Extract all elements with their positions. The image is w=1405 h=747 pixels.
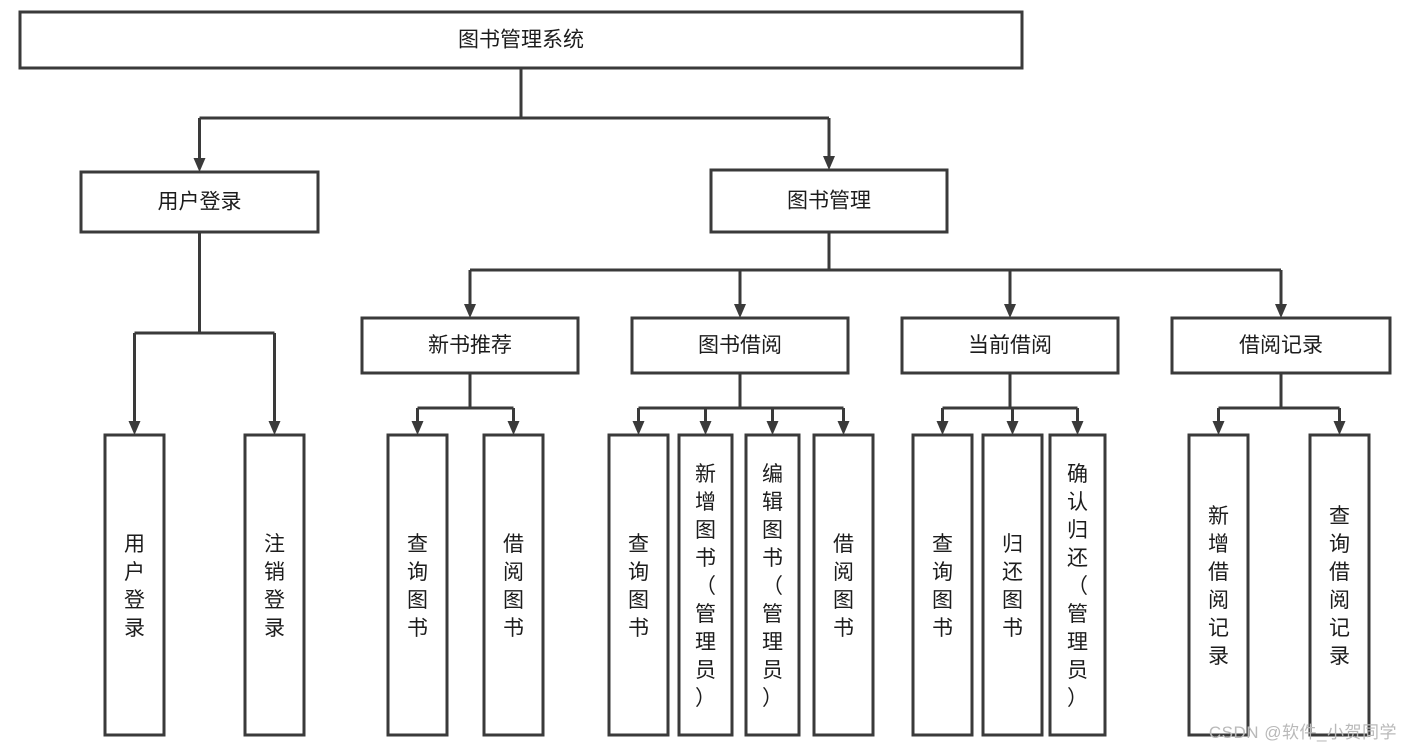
node-root-label: 图书管理系统	[458, 29, 584, 52]
node-leaf-query-book-1[interactable]: 查询图书	[386, 433, 449, 737]
node-leaf-query-book-2-label: 查询图书	[628, 533, 649, 640]
node-leaf-return-book-label: 归还图书	[1002, 533, 1023, 640]
node-leaf-query-book-2-rect[interactable]	[607, 433, 670, 737]
node-current-borrow[interactable]: 当前借阅	[900, 316, 1120, 375]
node-boxes: 图书管理系统用户登录图书管理新书推荐图书借阅当前借阅借阅记录用户登录注销登录查询…	[18, 10, 1392, 737]
node-leaf-return-book[interactable]: 归还图书	[981, 433, 1044, 737]
node-new-book-recommend-label: 新书推荐	[428, 334, 512, 357]
node-leaf-user-logout[interactable]: 注销登录	[243, 433, 306, 737]
arrow-head-icon	[837, 421, 850, 435]
connector-edges	[128, 68, 1346, 435]
node-leaf-query-book-3[interactable]: 查询图书	[911, 433, 974, 737]
node-root[interactable]: 图书管理系统	[18, 10, 1024, 70]
node-user-login[interactable]: 用户登录	[79, 170, 320, 234]
node-leaf-user-login[interactable]: 用户登录	[103, 433, 166, 737]
node-book-manage[interactable]: 图书管理	[709, 168, 949, 234]
node-borrow-record-label: 借阅记录	[1239, 334, 1323, 357]
node-leaf-return-book-rect[interactable]	[981, 433, 1044, 737]
node-leaf-borrow-book-2[interactable]: 借阅图书	[812, 433, 875, 737]
node-leaf-query-record-rect[interactable]	[1308, 433, 1371, 737]
node-leaf-borrow-book-2-label: 借阅图书	[833, 533, 854, 640]
arrow-head-icon	[1071, 421, 1084, 435]
node-user-login-label: 用户登录	[158, 191, 242, 214]
node-user-login-rect[interactable]	[79, 170, 320, 234]
arrow-head-icon	[507, 421, 520, 435]
node-book-borrow-rect[interactable]	[630, 316, 850, 375]
arrow-head-icon	[193, 158, 206, 172]
node-leaf-user-login-rect[interactable]	[103, 433, 166, 737]
arrow-head-icon	[411, 421, 424, 435]
arrow-head-icon	[1333, 421, 1346, 435]
node-book-borrow[interactable]: 图书借阅	[630, 316, 850, 375]
arrow-head-icon	[268, 421, 281, 435]
arrow-head-icon	[1212, 421, 1225, 435]
node-new-book-recommend-rect[interactable]	[360, 316, 580, 375]
node-leaf-confirm-return-label: 确认归还（管理员）	[1067, 463, 1088, 710]
node-borrow-record-rect[interactable]	[1170, 316, 1392, 375]
node-leaf-add-record-label: 新增借阅记录	[1208, 505, 1229, 668]
node-leaf-add-record[interactable]: 新增借阅记录	[1187, 433, 1250, 737]
arrow-head-icon	[936, 421, 949, 435]
node-leaf-query-book-3-rect[interactable]	[911, 433, 974, 737]
node-leaf-user-logout-rect[interactable]	[243, 433, 306, 737]
node-leaf-add-book[interactable]: 新增图书（管理员）	[677, 433, 734, 737]
arrow-head-icon	[699, 421, 712, 435]
node-leaf-edit-book[interactable]: 编辑图书（管理员）	[744, 433, 801, 737]
node-leaf-borrow-book-1[interactable]: 借阅图书	[482, 433, 545, 737]
arrow-head-icon	[1275, 304, 1287, 318]
arrow-head-icon	[734, 304, 746, 318]
node-leaf-add-book-label: 新增图书（管理员）	[695, 463, 716, 710]
arrow-head-icon	[464, 304, 476, 318]
node-leaf-confirm-return-rect[interactable]	[1048, 433, 1107, 737]
node-current-borrow-rect[interactable]	[900, 316, 1120, 375]
node-leaf-borrow-book-2-rect[interactable]	[812, 433, 875, 737]
node-new-book-recommend[interactable]: 新书推荐	[360, 316, 580, 375]
node-leaf-confirm-return[interactable]: 确认归还（管理员）	[1048, 433, 1107, 737]
node-leaf-query-book-2[interactable]: 查询图书	[607, 433, 670, 737]
node-leaf-edit-book-label: 编辑图书（管理员）	[762, 463, 783, 710]
arrow-head-icon	[632, 421, 645, 435]
node-leaf-user-logout-label: 注销登录	[264, 533, 285, 640]
node-leaf-borrow-book-1-rect[interactable]	[482, 433, 545, 737]
arrow-head-icon	[1006, 421, 1019, 435]
node-leaf-add-record-rect[interactable]	[1187, 433, 1250, 737]
node-leaf-query-book-1-rect[interactable]	[386, 433, 449, 737]
node-book-borrow-label: 图书借阅	[698, 334, 782, 357]
node-leaf-add-book-rect[interactable]	[677, 433, 734, 737]
node-leaf-edit-book-rect[interactable]	[744, 433, 801, 737]
arrow-head-icon	[823, 156, 835, 170]
node-leaf-query-record-label: 查询借阅记录	[1329, 505, 1350, 668]
arrow-head-icon	[128, 421, 141, 435]
node-book-manage-label: 图书管理	[787, 190, 871, 213]
node-book-manage-rect[interactable]	[709, 168, 949, 234]
arrow-head-icon	[1004, 304, 1016, 318]
node-leaf-query-book-3-label: 查询图书	[932, 533, 953, 640]
arrow-head-icon	[766, 421, 779, 435]
node-leaf-query-record[interactable]: 查询借阅记录	[1308, 433, 1371, 737]
node-leaf-query-book-1-label: 查询图书	[407, 533, 428, 640]
node-leaf-user-login-label: 用户登录	[124, 533, 145, 640]
node-current-borrow-label: 当前借阅	[968, 334, 1052, 357]
node-borrow-record[interactable]: 借阅记录	[1170, 316, 1392, 375]
node-root-rect[interactable]	[18, 10, 1024, 70]
node-leaf-borrow-book-1-label: 借阅图书	[503, 533, 524, 640]
